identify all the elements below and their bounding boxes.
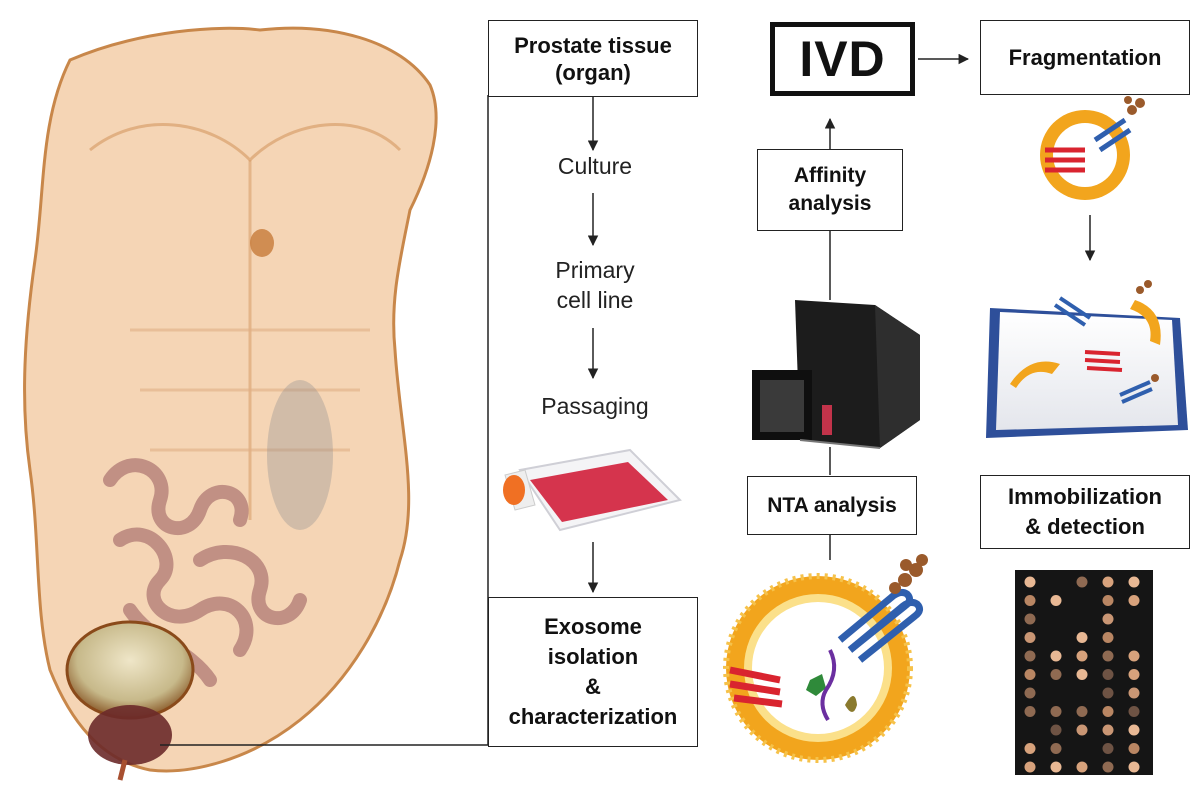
array-spot bbox=[1024, 613, 1036, 625]
primary-cell-line-step-label: Primary cell line bbox=[555, 257, 635, 313]
array-spot bbox=[1024, 632, 1036, 643]
array-spot bbox=[1128, 576, 1140, 588]
array-spot bbox=[1050, 743, 1062, 754]
array-spot bbox=[1076, 761, 1088, 773]
culture-step-label: Culture bbox=[557, 153, 633, 179]
array-spot bbox=[1128, 706, 1140, 717]
array-spot bbox=[1024, 669, 1036, 680]
microarray-spot-grid-icon bbox=[1015, 570, 1153, 775]
array-spot bbox=[1128, 743, 1140, 754]
array-spot bbox=[1024, 761, 1036, 773]
array-spot bbox=[1076, 576, 1088, 588]
array-spot bbox=[1050, 761, 1062, 773]
array-spot bbox=[1102, 743, 1114, 754]
microarray-slide-icon bbox=[986, 280, 1188, 438]
affinity-analysis-box: Affinity analysis bbox=[757, 149, 903, 231]
array-spot bbox=[1102, 613, 1114, 625]
array-spot bbox=[1102, 761, 1114, 773]
array-spot bbox=[1128, 724, 1140, 736]
array-spot bbox=[1024, 595, 1036, 606]
exosome-isolation-box: Exosome isolation & characterization bbox=[488, 597, 698, 747]
array-spot bbox=[1076, 706, 1088, 717]
array-spot bbox=[1050, 669, 1062, 680]
array-spot bbox=[1050, 706, 1062, 717]
array-spot bbox=[1076, 669, 1088, 680]
array-spot bbox=[1128, 595, 1140, 606]
array-spot bbox=[1102, 687, 1114, 699]
array-spot bbox=[1102, 724, 1114, 736]
array-spot bbox=[1024, 706, 1036, 717]
array-spot bbox=[1050, 595, 1062, 606]
array-spot bbox=[1102, 706, 1114, 717]
exosome-fragment-icon bbox=[1040, 96, 1145, 200]
exosome-vesicle-icon bbox=[723, 554, 928, 763]
array-spot bbox=[1076, 632, 1088, 643]
array-spot bbox=[1076, 650, 1088, 662]
torso-illustration-icon bbox=[23, 26, 438, 781]
array-spot bbox=[1024, 743, 1036, 754]
array-spot bbox=[1050, 650, 1062, 662]
array-spot bbox=[1128, 650, 1140, 662]
array-spot bbox=[1102, 632, 1114, 643]
cell-culture-flask-icon bbox=[503, 448, 682, 532]
immobilization-detection-box: Immobilization & detection bbox=[980, 475, 1190, 549]
fragmentation-box: Fragmentation bbox=[980, 20, 1190, 95]
array-spot bbox=[1102, 576, 1114, 588]
ivd-box: IVD bbox=[770, 22, 915, 96]
array-spot bbox=[1102, 595, 1114, 606]
array-spot bbox=[1128, 761, 1140, 773]
array-spot bbox=[1128, 687, 1140, 699]
array-spot bbox=[1024, 687, 1036, 699]
array-spot bbox=[1024, 576, 1036, 588]
nta-instrument-icon bbox=[752, 300, 920, 449]
array-spot bbox=[1024, 650, 1036, 662]
array-spot bbox=[1102, 669, 1114, 680]
array-spot bbox=[1050, 724, 1062, 736]
array-spot bbox=[1128, 669, 1140, 680]
array-spot bbox=[1102, 650, 1114, 662]
array-spot bbox=[1076, 724, 1088, 736]
passaging-step-label: Passaging bbox=[541, 393, 649, 419]
prostate-tissue-box: Prostate tissue (organ) bbox=[488, 20, 698, 97]
nta-analysis-box: NTA analysis bbox=[747, 476, 917, 535]
